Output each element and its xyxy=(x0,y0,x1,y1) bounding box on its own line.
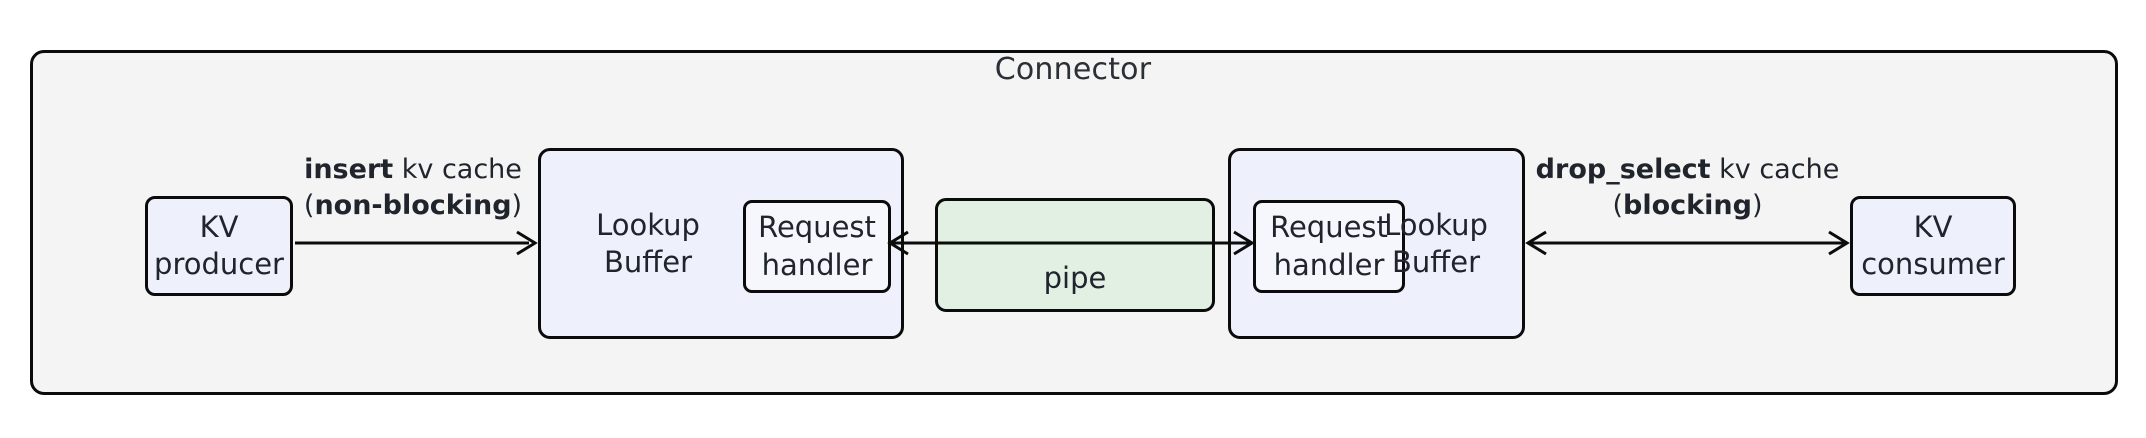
drop-select-paren-close: ) xyxy=(1751,189,1763,221)
insert-paren-open: ( xyxy=(303,189,315,221)
kv-producer-line1: KV xyxy=(199,209,239,244)
lookup-buffer-right-line1: Lookup xyxy=(1384,208,1488,242)
lookup-buffer-right-label: Lookup Buffer xyxy=(1366,207,1506,281)
pipe-to-right-handler-arrow xyxy=(1208,230,1255,256)
request-handler-left-node: Request handler xyxy=(743,200,891,293)
lookup-buffer-left-node: Lookup Buffer Request handler xyxy=(538,148,904,339)
pipe-node: pipe xyxy=(935,198,1215,312)
insert-edge-label: insert kv cache (non-blocking) xyxy=(283,152,543,223)
lookup-buffer-right-node: Request handler Lookup Buffer xyxy=(1228,148,1525,339)
request-handler-right-line2: handler xyxy=(1273,247,1385,282)
connector-title: Connector xyxy=(994,52,1152,87)
drop-select-mode: blocking xyxy=(1623,189,1752,221)
kv-producer-node: KV producer xyxy=(145,196,293,296)
drop-select-paren-open: ( xyxy=(1612,189,1624,221)
drop-select-arrow xyxy=(1525,230,1850,256)
insert-target: kv cache xyxy=(393,154,522,185)
kv-consumer-line2: consumer xyxy=(1861,247,2005,281)
lookup-buffer-left-line1: Lookup xyxy=(596,208,700,242)
lookup-buffer-right-line2: Buffer xyxy=(1391,245,1481,280)
lookup-buffer-left-line2: Buffer xyxy=(603,245,693,280)
pipe-label: pipe xyxy=(1043,260,1107,295)
insert-paren-close: ) xyxy=(511,189,523,221)
request-handler-right-line1: Request xyxy=(1270,210,1388,245)
kv-producer-line2: producer xyxy=(154,247,284,281)
request-handler-right-node: Request handler xyxy=(1253,200,1405,293)
kv-consumer-node: KV consumer xyxy=(1850,196,2016,296)
insert-mode: non-blocking xyxy=(314,189,512,221)
insert-arrow xyxy=(295,230,538,256)
kv-consumer-line1: KV xyxy=(1913,209,1953,244)
drop-select-target: kv cache xyxy=(1710,154,1840,185)
lookup-buffer-left-label: Lookup Buffer xyxy=(563,207,733,281)
drop-select-edge-label: drop_select kv cache (blocking) xyxy=(1525,152,1850,223)
drop-select-op: drop_select xyxy=(1535,154,1711,185)
insert-op: insert xyxy=(304,154,394,185)
pipe-to-left-handler-arrow xyxy=(887,230,1226,256)
request-handler-left-line2: handler xyxy=(761,247,873,282)
request-handler-left-line1: Request xyxy=(758,210,876,245)
